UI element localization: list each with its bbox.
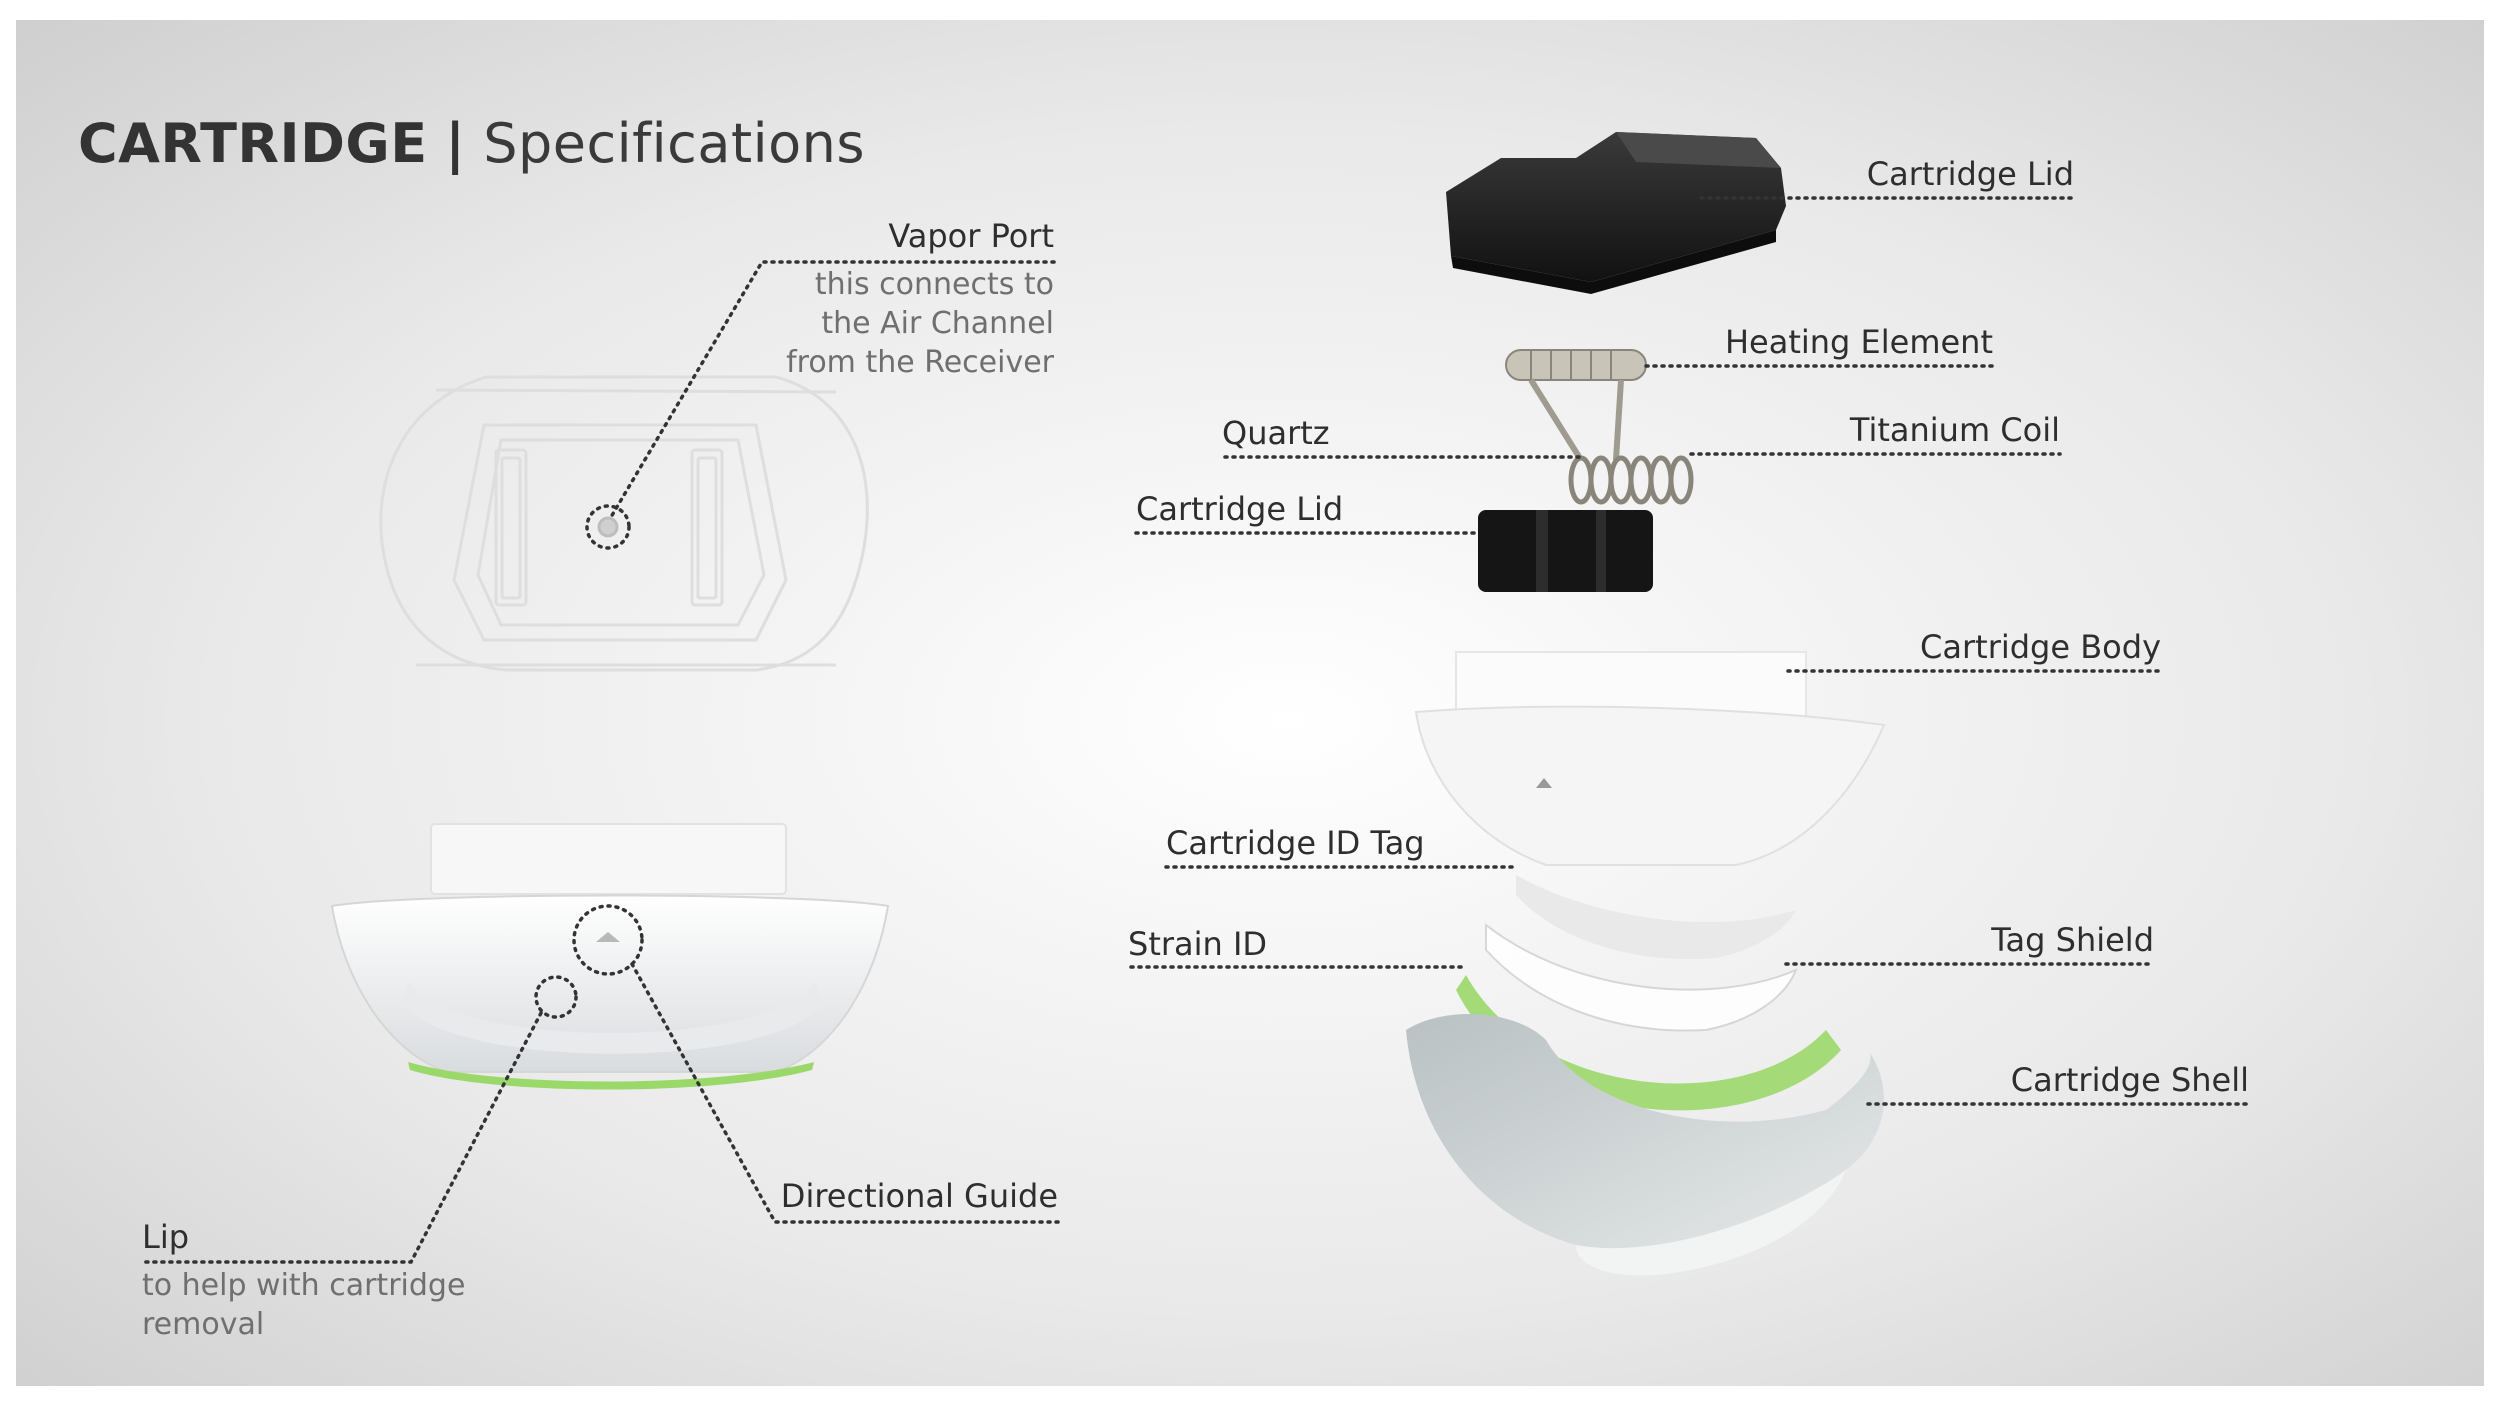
titanium-coil-label: Titanium Coil: [1849, 411, 2060, 449]
cartridge-lid-top-part: [1446, 132, 1786, 294]
tag-shield-part: [1485, 922, 1798, 1032]
spec-sheet: CARTRIDGE | Specifications Vapor Port th…: [16, 20, 2484, 1386]
strain-id-label: Strain ID: [1128, 925, 1268, 963]
vapor-port-desc-line: from the Receiver: [786, 345, 1054, 380]
lip-desc-line: removal: [142, 1307, 265, 1342]
lip-desc-line: to help with cartridge: [142, 1268, 466, 1303]
exploded-parts: [1406, 132, 1886, 1276]
cartridge-side-view: [330, 823, 890, 1090]
cartridge-body-part: [1414, 651, 1886, 866]
heating-element-part: [1505, 349, 1647, 462]
lip-label: Lip: [142, 1218, 190, 1256]
titanium-coil-part: [1568, 455, 1694, 505]
cartridge-id-tag-label: Cartridge ID Tag: [1166, 824, 1425, 862]
cartridge-body-label: Cartridge Body: [1920, 628, 2161, 666]
title-strong: CARTRIDGE: [78, 112, 428, 175]
cartridge-shell-label: Cartridge Shell: [2010, 1061, 2249, 1099]
quartz-label: Quartz: [1222, 414, 1330, 452]
title-light: Specifications: [483, 112, 866, 175]
cartridge-lid-lower-part: [1478, 510, 1653, 592]
leader-lines: [140, 196, 2251, 1264]
cartridge-lid-top-label: Cartridge Lid: [1866, 155, 2074, 193]
vapor-port-label: Vapor Port: [888, 217, 1054, 255]
vapor-port-desc-line: this connects to: [814, 267, 1054, 302]
tag-shield-label: Tag Shield: [1991, 921, 2154, 959]
lip-description: to help with cartridge removal: [142, 1266, 465, 1344]
page-title: CARTRIDGE | Specifications: [78, 112, 865, 175]
exploded-diagram: [140, 132, 2251, 1276]
cartridge-lid-lower-label: Cartridge Lid: [1136, 490, 1344, 528]
cartridge-shell-part: [1406, 1013, 1884, 1276]
cartridge-top-view: [379, 375, 869, 672]
cartridge-id-tag-part: [1516, 875, 1796, 960]
vapor-port-desc-line: the Air Channel: [821, 306, 1054, 341]
heating-element-label: Heating Element: [1724, 323, 1993, 361]
directional-guide-label: Directional Guide: [780, 1177, 1058, 1215]
title-separator: |: [445, 112, 466, 175]
vapor-port-description: this connects to the Air Channel from th…: [786, 265, 1054, 382]
